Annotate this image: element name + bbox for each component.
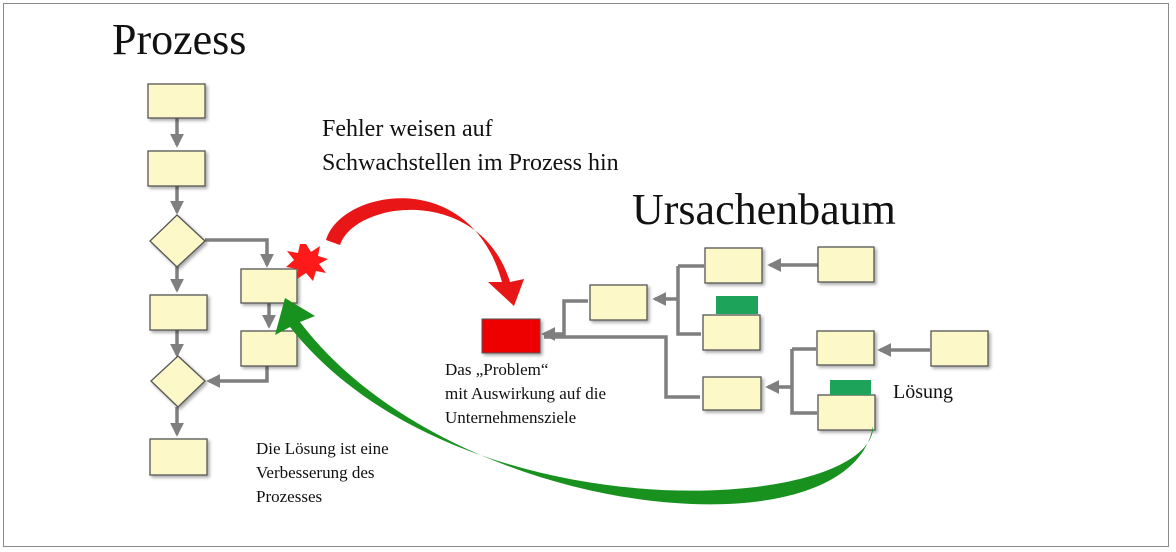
green-curved-arrow [275,298,873,505]
process-step-2 [147,150,206,187]
process-steps [147,83,298,476]
process-step-1 [147,83,206,119]
cause-node-3 [817,246,875,283]
problem-caption-line-2: mit Auswirkung auf die [445,384,607,403]
solution-marker-2 [830,380,871,395]
weakness-caption-line-1: Fehler weisen auf [322,116,493,142]
process-connectors [170,118,276,437]
problem-caption-line-1: Das „Problem“ [445,360,549,379]
cause-node-4 [702,314,761,351]
solution-marker-1 [716,296,758,314]
process-title: Prozess [112,15,247,64]
solution-caption-line-2: Verbesserung des [256,463,375,482]
red-curved-arrow [326,198,524,306]
cause-nodes [589,246,989,431]
solution-caption-line-3: Prozesses [256,487,323,506]
solution-caption-line-1: Die Lösung ist eine [256,439,389,458]
process-decision-1 [149,214,206,268]
process-step-4 [149,438,208,476]
problem-caption-line-3: Unternehmensziele [445,408,577,427]
cause-node-8 [817,394,876,431]
cause-tree-title: Ursachenbaum [632,185,896,234]
cause-tree-connectors [541,258,930,415]
problem-caption: Das „Problem“ mit Auswirkung auf die Unt… [445,358,606,430]
cause-node-6 [816,330,875,366]
cause-node-1 [589,284,648,321]
cause-node-7 [930,330,989,367]
problem-box [481,318,541,354]
process-step-3 [149,294,208,331]
process-decision-2 [150,355,206,408]
cause-node-5 [702,376,762,411]
process-branch-step-2 [240,330,298,367]
weakness-caption-line-2: Schwachstellen im Prozess hin [322,150,619,176]
process-branch-step-1 [240,268,298,304]
error-burst [286,244,328,281]
solution-label: Lösung [893,381,953,403]
solution-caption: Die Lösung ist eine Verbesserung des Pro… [256,437,389,509]
weakness-caption: Fehler weisen auf Schwachstellen im Proz… [322,112,619,180]
cause-node-2 [704,247,763,284]
